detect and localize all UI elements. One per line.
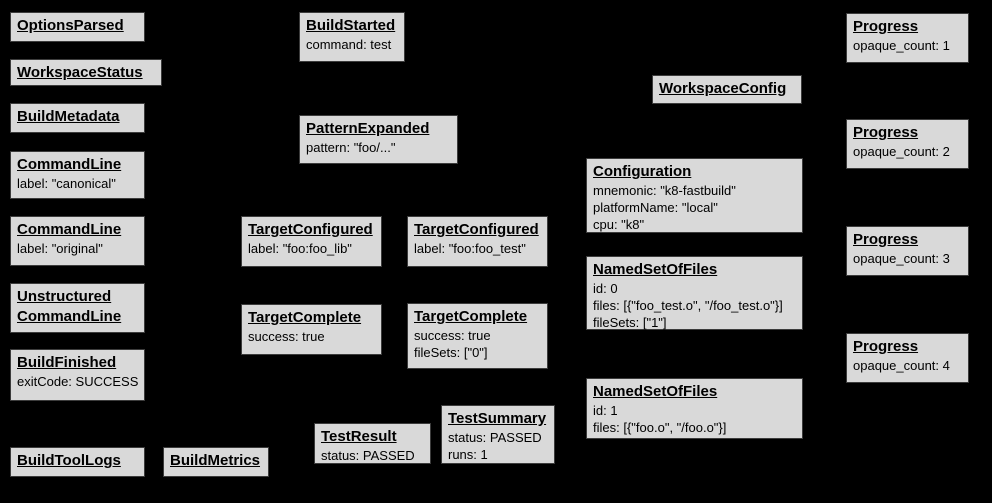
event-box-test-result: TestResult status: PASSED xyxy=(314,423,431,464)
event-box-title: CommandLine xyxy=(17,156,122,173)
event-box-field: command: test xyxy=(306,37,392,52)
event-box-field: status: PASSED xyxy=(321,448,415,463)
event-box-title: TargetConfigured xyxy=(248,221,373,238)
event-box-title: Configuration xyxy=(593,163,692,180)
event-box-title: TestSummary xyxy=(448,410,547,427)
event-box-title: BuildMetrics xyxy=(170,452,261,469)
event-box-title: WorkspaceConfig xyxy=(659,80,787,97)
event-box-named-set-of-files-1: NamedSetOfFiles id: 1 files: [{"foo.o", … xyxy=(586,378,803,439)
event-box-field: success: true xyxy=(414,328,491,343)
event-box-field: platformName: "local" xyxy=(593,200,718,215)
event-box-named-set-of-files-0: NamedSetOfFiles id: 0 files: [{"foo_test… xyxy=(586,256,803,330)
event-box-field: files: [{"foo.o", "/foo.o"}] xyxy=(593,420,727,435)
event-box-title: BuildMetadata xyxy=(17,108,120,125)
event-box-title: TargetComplete xyxy=(248,309,362,326)
event-box-build-started: BuildStarted command: test xyxy=(299,12,405,62)
event-box-workspace-status: WorkspaceStatus xyxy=(10,59,162,86)
event-box-field: opaque_count: 4 xyxy=(853,358,950,373)
event-box-progress-4: Progress opaque_count: 4 xyxy=(846,333,969,383)
event-box-field: id: 1 xyxy=(593,403,618,418)
event-box-title: TargetComplete xyxy=(414,308,528,325)
event-box-title: TargetConfigured xyxy=(414,221,539,238)
event-box-test-summary: TestSummary status: PASSED runs: 1 xyxy=(441,405,555,464)
event-box-title: Unstructured CommandLine xyxy=(17,288,122,325)
event-box-progress-1: Progress opaque_count: 1 xyxy=(846,13,969,63)
event-box-title: Progress xyxy=(853,124,919,141)
event-box-workspace-config: WorkspaceConfig xyxy=(652,75,802,104)
event-box-field: opaque_count: 1 xyxy=(853,38,950,53)
event-box-title: NamedSetOfFiles xyxy=(593,383,718,400)
event-box-build-tool-logs: BuildToolLogs xyxy=(10,447,145,477)
event-box-title: BuildToolLogs xyxy=(17,452,121,469)
event-box-command-line-original: CommandLine label: "original" xyxy=(10,216,145,266)
event-box-title: Progress xyxy=(853,338,919,355)
event-box-title: WorkspaceStatus xyxy=(17,64,143,81)
event-box-title: OptionsParsed xyxy=(17,17,124,34)
event-box-title: BuildStarted xyxy=(306,17,396,34)
event-box-title: Progress xyxy=(853,231,919,248)
event-box-target-configured-foo-test: TargetConfigured label: "foo:foo_test" xyxy=(407,216,548,267)
event-box-command-line-canonical: CommandLine label: "canonical" xyxy=(10,151,145,199)
event-box-target-complete-foo-lib: TargetComplete success: true xyxy=(241,304,382,355)
event-box-field: label: "original" xyxy=(17,241,103,256)
event-box-target-configured-foo-lib: TargetConfigured label: "foo:foo_lib" xyxy=(241,216,382,267)
event-box-field: mnemonic: "k8-fastbuild" xyxy=(593,183,736,198)
event-box-field: pattern: "foo/..." xyxy=(306,140,396,155)
event-box-field: status: PASSED xyxy=(448,430,542,445)
event-box-title: NamedSetOfFiles xyxy=(593,261,718,278)
event-box-field: label: "canonical" xyxy=(17,176,116,191)
event-box-field: id: 0 xyxy=(593,281,618,296)
event-box-title: CommandLine xyxy=(17,221,122,238)
event-box-field: fileSets: ["0"] xyxy=(414,345,488,360)
event-box-field: exitCode: SUCCESS xyxy=(17,374,139,389)
event-box-field: opaque_count: 2 xyxy=(853,144,950,159)
event-box-pattern-expanded: PatternExpanded pattern: "foo/..." xyxy=(299,115,458,164)
event-box-build-metadata: BuildMetadata xyxy=(10,103,145,133)
event-box-build-metrics: BuildMetrics xyxy=(163,447,269,477)
event-box-field: files: [{"foo_test.o", "/foo_test.o"}] xyxy=(593,298,783,313)
event-box-title: Progress xyxy=(853,18,919,35)
event-box-field: success: true xyxy=(248,329,325,344)
event-box-configuration: Configuration mnemonic: "k8-fastbuild" p… xyxy=(586,158,803,233)
event-box-target-complete-foo-test: TargetComplete success: true fileSets: [… xyxy=(407,303,548,369)
event-box-title: TestResult xyxy=(321,428,397,445)
event-box-title: PatternExpanded xyxy=(306,120,430,137)
event-box-field: label: "foo:foo_test" xyxy=(414,241,526,256)
event-box-progress-3: Progress opaque_count: 3 xyxy=(846,226,969,276)
event-box-field: cpu: "k8" xyxy=(593,217,645,232)
event-box-options-parsed: OptionsParsed xyxy=(10,12,145,42)
event-box-progress-2: Progress opaque_count: 2 xyxy=(846,119,969,169)
event-box-unstructured-command-line: Unstructured CommandLine xyxy=(10,283,145,333)
event-box-title: BuildFinished xyxy=(17,354,117,371)
event-box-field: label: "foo:foo_lib" xyxy=(248,241,352,256)
event-box-field: opaque_count: 3 xyxy=(853,251,950,266)
event-box-field: runs: 1 xyxy=(448,447,488,462)
event-box-field: fileSets: ["1"] xyxy=(593,315,667,330)
event-box-build-finished: BuildFinished exitCode: SUCCESS xyxy=(10,349,145,401)
